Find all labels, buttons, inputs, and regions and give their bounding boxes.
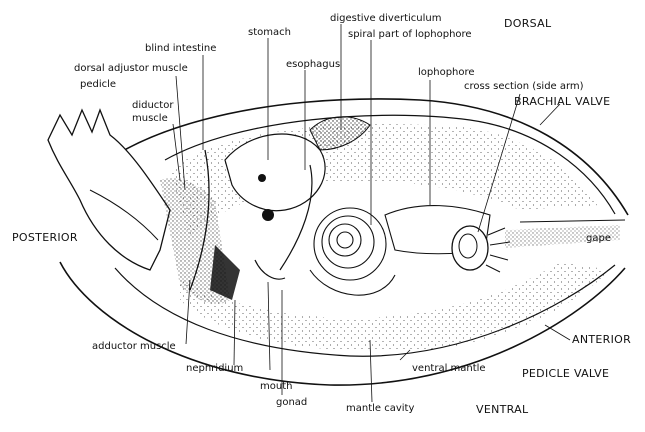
label-posterior: POSTERIOR <box>12 231 78 244</box>
pedicle-valve-shell <box>59 261 626 386</box>
mantle-cavity-region <box>180 262 610 352</box>
lophophore-spiral <box>309 207 396 296</box>
cross-section-side-arm <box>451 225 511 273</box>
pedicle-inner <box>89 189 159 241</box>
label-dorsal-adjustor-muscle: dorsal adjustor muscle <box>74 63 188 74</box>
pedicle-body <box>47 108 171 271</box>
label-pedicle-valve: PEDICLE VALVE <box>522 367 610 380</box>
label-cross-section: cross section (side arm) <box>464 81 584 92</box>
blind-intestine <box>189 149 210 291</box>
label-dorsal: DORSAL <box>504 17 552 30</box>
label-anterior: ANTERIOR <box>572 333 632 346</box>
brachial-valve-inner <box>164 114 616 215</box>
label-blind-intestine: blind intestine <box>145 43 217 54</box>
label-gape: gape <box>586 233 611 244</box>
label-nephridium: nephridium <box>186 363 244 374</box>
label-mouth: mouth <box>260 381 293 392</box>
label-ventral: VENTRAL <box>476 403 529 416</box>
gape-line <box>519 219 626 223</box>
gonad-blob <box>262 209 274 221</box>
digestive-diverticulum-shape <box>309 116 371 151</box>
label-mantle-cavity: mantle cavity <box>346 403 415 414</box>
label-stomach: stomach <box>248 27 291 38</box>
brachial-valve-shell <box>74 98 629 216</box>
label-lophophore: lophophore <box>418 67 475 78</box>
stomach-lumen <box>258 174 266 182</box>
label-brachial-valve: BRACHIAL VALVE <box>514 95 611 108</box>
esophagus-tube <box>279 164 313 271</box>
label-gonad: gonad <box>276 397 308 408</box>
label-digestive-diverticulum: digestive diverticulum <box>330 13 442 24</box>
leader-lines <box>172 24 571 403</box>
label-spiral-lophophore: spiral part of lophophore <box>348 29 472 40</box>
mouth-area <box>254 259 286 280</box>
label-esophagus: esophagus <box>286 59 341 70</box>
label-pedicle: pedicle <box>80 79 117 90</box>
label-adductor-muscle: adductor muscle <box>92 341 176 352</box>
nephridium-shape <box>210 245 240 300</box>
label-diductor-muscle: diductor muscle <box>132 100 174 124</box>
label-ventral-mantle: ventral mantle <box>412 363 486 374</box>
gape-hatch <box>505 225 620 248</box>
